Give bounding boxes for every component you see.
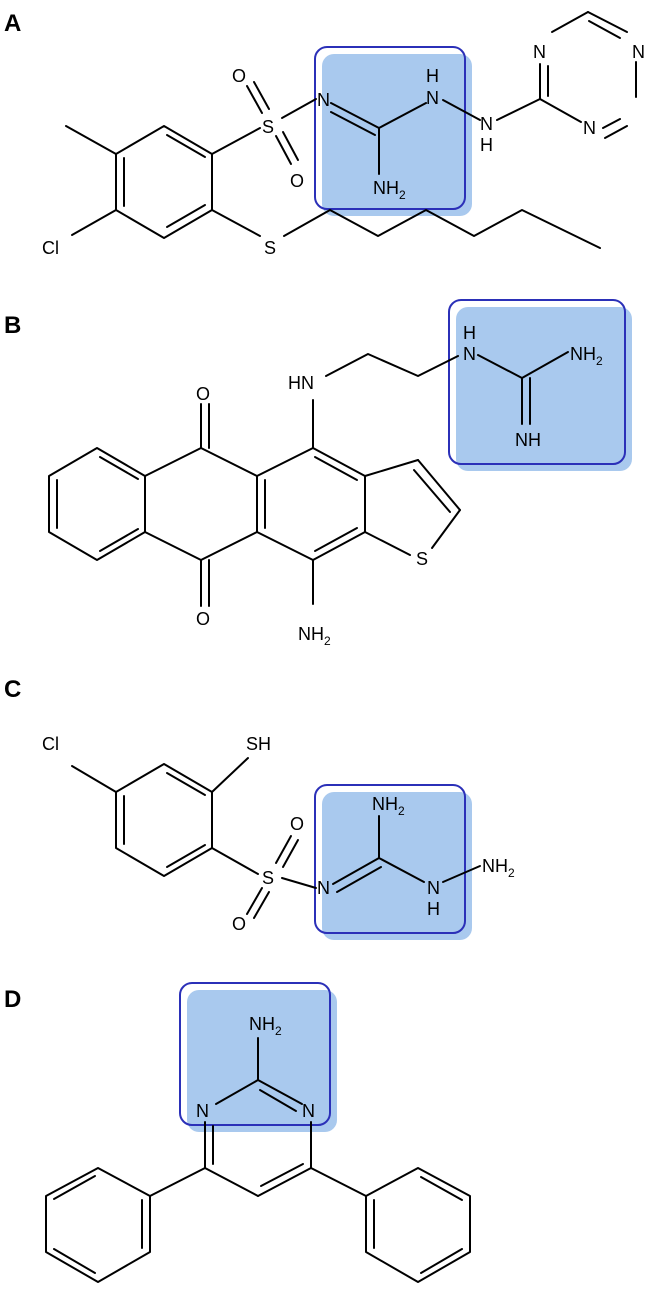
atom-thiophene-s: S (416, 549, 428, 569)
atom-cl: Cl (42, 734, 59, 754)
panel-label-b: B (4, 312, 21, 339)
atom-sulfonyl-s: S (262, 868, 274, 888)
atom-sulfonyl-s: S (262, 117, 274, 137)
benzene-ring (48, 447, 146, 561)
atom-triazine-n1: N (533, 42, 546, 62)
ethyl-linker (325, 353, 459, 377)
atom-n-imine: N (317, 878, 330, 898)
atom-cl: Cl (42, 238, 59, 258)
thiophene-ring: S (364, 459, 461, 569)
panel-label-a: A (4, 10, 21, 37)
guanidine-highlight-box (314, 784, 466, 934)
atom-o-top: O (196, 384, 210, 404)
atom-triazine-n2: N (632, 42, 645, 62)
atom-n-right: N (302, 1101, 315, 1121)
atom-h-2: H (480, 135, 493, 155)
atom-n-hydrazine: N (427, 878, 440, 898)
atom-nh2: NH2 (249, 1014, 282, 1038)
methyl-bond (65, 125, 117, 155)
thiol-bond (211, 757, 249, 793)
atom-h-1: H (426, 66, 439, 86)
aryl-s-thioether-bond (211, 209, 261, 237)
benzene-ring (115, 763, 213, 877)
highlight-shadow (456, 307, 632, 471)
atom-h: H (463, 323, 476, 343)
atom-n-imine: N (317, 90, 330, 110)
atom-n-hydrazine-2: N (480, 114, 493, 134)
atom-o-top: O (290, 814, 304, 834)
aminopyrimidine-highlight-box (179, 982, 331, 1126)
highlight-shadow (322, 54, 472, 216)
benzene-ring (115, 125, 213, 239)
phenyl-ring-right (365, 1167, 471, 1283)
panel-d: D NH2 N N (4, 982, 471, 1283)
atom-sh: SH (246, 734, 271, 754)
atom-hn: HN (288, 373, 314, 393)
atom-o-top: O (232, 66, 246, 86)
atom-o-bottom: O (232, 914, 246, 934)
atom-nh-imine: NH (515, 430, 541, 450)
atom-o-bottom: O (290, 171, 304, 191)
atom-nh2: NH2 (373, 178, 406, 202)
atom-thioether-s: S (264, 238, 276, 258)
highlight-shadow (322, 792, 472, 940)
highlight-shadow (187, 990, 337, 1132)
aryl-s-bond (211, 127, 261, 155)
panel-label-c: C (4, 676, 21, 703)
atom-nh2-guanidine: NH2 (570, 344, 603, 368)
central-ring (256, 447, 366, 561)
aryl-s-bond (211, 847, 259, 875)
atom-n-hydrazine-1: N (426, 88, 439, 108)
pyrimidine-ring: N N (196, 1079, 315, 1197)
panel-c: C Cl SH S O O N NH2 N H NH2 (4, 676, 515, 940)
atom-n: N (463, 344, 476, 364)
atom-n-left: N (196, 1101, 209, 1121)
atom-nh2-terminal: NH2 (482, 856, 515, 880)
atom-triazine-n3: N (583, 118, 596, 138)
guanidine-highlight-box (448, 299, 626, 465)
panel-label-d: D (4, 986, 21, 1013)
panel-b: B O O S (4, 299, 632, 648)
atom-nh2-top: NH2 (372, 794, 405, 818)
phenyl-ring-left (45, 1167, 151, 1283)
atom-nh2-bottom: NH2 (298, 624, 331, 648)
atom-o-bottom: O (196, 609, 210, 629)
triazine-ring: N N N (533, 11, 645, 139)
chloro-bond (71, 209, 117, 236)
atom-h: H (427, 899, 440, 919)
quinone-ring (144, 447, 258, 561)
pentyl-chain (283, 209, 601, 249)
chloro-bond (71, 765, 117, 793)
panel-a: A Cl S O O N H N NH2 (4, 10, 645, 258)
guanidine-highlight-box (314, 46, 466, 210)
